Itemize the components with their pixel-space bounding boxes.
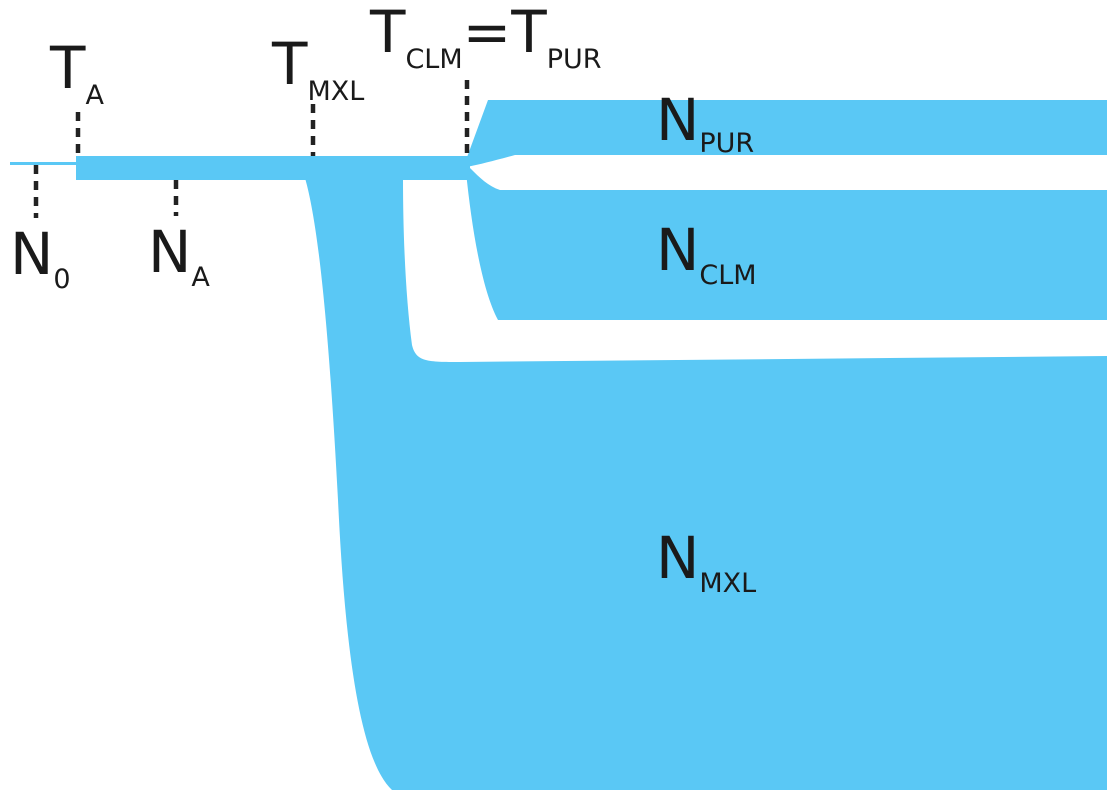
labels: TA TMXL TCLM=TPUR N0 NA NPUR NCLM NMXL — [10, 0, 757, 599]
n-0-label: N0 — [10, 220, 71, 295]
t-mxl-label: TMXL — [271, 30, 364, 107]
marker-lines — [33, 80, 470, 218]
population-n0-branch — [10, 162, 78, 165]
population-pur-branch — [466, 100, 1107, 167]
population-clm-branch — [466, 168, 1107, 320]
population-na-branch — [76, 156, 470, 180]
n-pur-label: NPUR — [656, 86, 754, 159]
t-a-label: TA — [49, 34, 104, 111]
t-clm-pur-label: TCLM=TPUR — [369, 0, 602, 75]
population-shapes — [10, 100, 1107, 790]
n-a-label: NA — [148, 218, 210, 293]
population-mxl-branch — [305, 178, 1107, 790]
n-mxl-label: NMXL — [656, 524, 756, 599]
n-clm-label: NCLM — [656, 216, 757, 291]
